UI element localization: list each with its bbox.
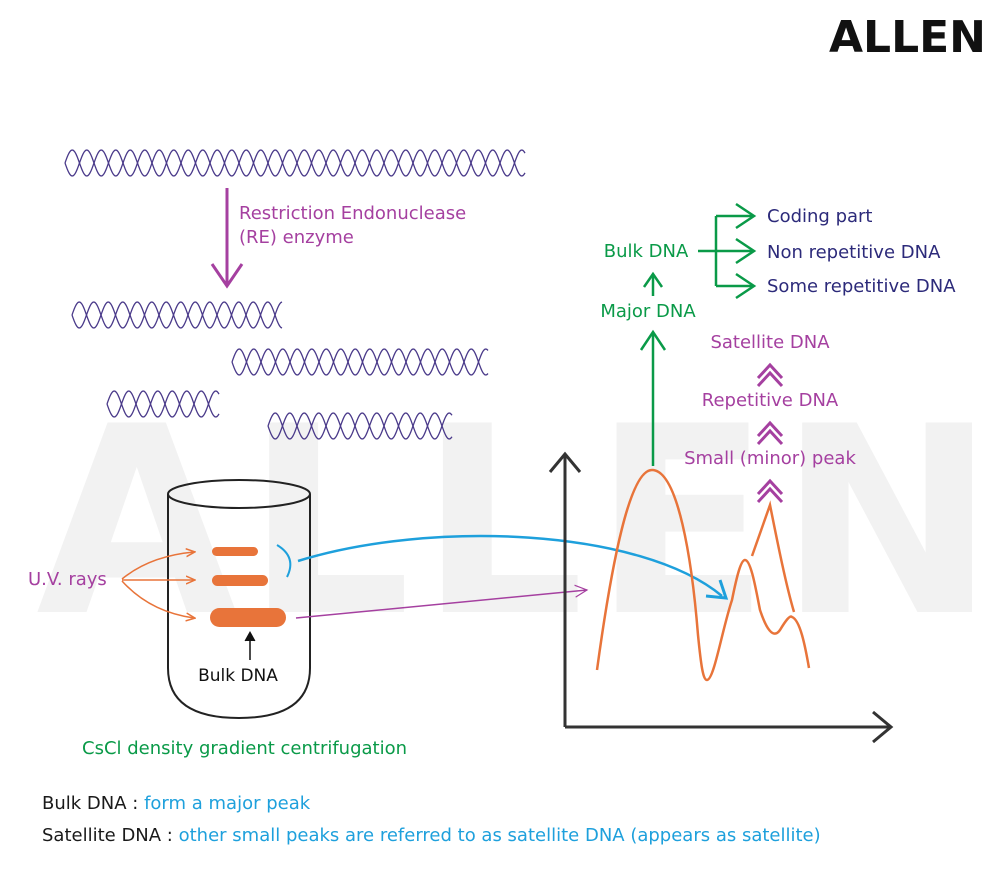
centrifugation-caption: CsCl density gradient centrifugation <box>82 738 407 759</box>
dna-helix-backbone <box>267 412 453 440</box>
dna-helix-backbone <box>64 149 526 177</box>
density-curve-main <box>595 468 811 682</box>
dna-band-top <box>212 547 258 556</box>
major-peak-arrow <box>639 329 667 466</box>
centrifuge-tube <box>167 479 311 720</box>
density-curve-satellite-peak <box>750 500 796 613</box>
branch-non-repetitive-dna: Non repetitive DNA <box>767 242 941 263</box>
bulk-dna-branch-arrows <box>698 202 757 300</box>
dna-helix-backbone <box>231 348 489 376</box>
note-bulk-dna: Bulk DNA : form a major peak <box>42 793 310 814</box>
note-description: other small peaks are referred to as sat… <box>178 825 821 846</box>
major-dna-label: Major DNA <box>600 301 696 322</box>
graph-axes <box>548 451 894 744</box>
dna-band-middle <box>212 575 268 586</box>
enzyme-label-line2: (RE) enzyme <box>239 227 354 248</box>
dna-band-bulk <box>210 608 286 627</box>
small-minor-peak-label: Small (minor) peak <box>684 448 856 469</box>
note-satellite-dna: Satellite DNA : other small peaks are re… <box>42 825 821 846</box>
uv-rays-label: U.V. rays <box>28 569 107 590</box>
bulk-dna-label: Bulk DNA <box>604 241 689 262</box>
branch-some-repetitive-dna: Some repetitive DNA <box>767 276 956 297</box>
allen-logo: ALLEN <box>829 12 986 63</box>
dna-helix-backbone <box>71 301 283 329</box>
dna-fragment-2 <box>231 348 489 376</box>
enzyme-label-line1: Restriction Endonuclease <box>239 203 466 224</box>
bulk-connector-arrow <box>295 590 587 619</box>
repetitive-dna-label: Repetitive DNA <box>702 390 839 411</box>
enzyme-arrow <box>210 188 244 289</box>
dna-helix-backbone <box>267 412 453 440</box>
dna-helix-backbone <box>106 390 220 418</box>
dna-helix-backbone <box>71 301 283 329</box>
bulk-dna-pointer-arrow <box>244 630 256 660</box>
dna-fragment-1 <box>71 301 283 329</box>
dna-helix-backbone <box>106 390 220 418</box>
note-description: form a major peak <box>144 793 311 814</box>
branch-coding-part: Coding part <box>767 206 872 227</box>
satellite-dna-label: Satellite DNA <box>710 332 830 353</box>
dna-helix-backbone <box>64 149 526 177</box>
uv-ray-arrows <box>121 552 194 618</box>
satellite-chain-chevrons <box>756 362 784 504</box>
dna-fragment-4 <box>267 412 453 440</box>
note-term: Satellite DNA : <box>42 825 173 846</box>
note-term: Bulk DNA : <box>42 793 139 814</box>
tube-bulk-dna-label: Bulk DNA <box>198 666 278 686</box>
dna-strand-full <box>64 149 526 177</box>
major-to-bulk-arrow <box>642 271 664 296</box>
satellite-connector-arrow <box>297 534 729 600</box>
dna-helix-backbone <box>231 348 489 376</box>
satellite-bands-bracket <box>276 544 292 578</box>
dna-fragment-3 <box>106 390 220 418</box>
watermark-text: ALLEN <box>36 372 1000 674</box>
dna-bands <box>210 547 286 627</box>
